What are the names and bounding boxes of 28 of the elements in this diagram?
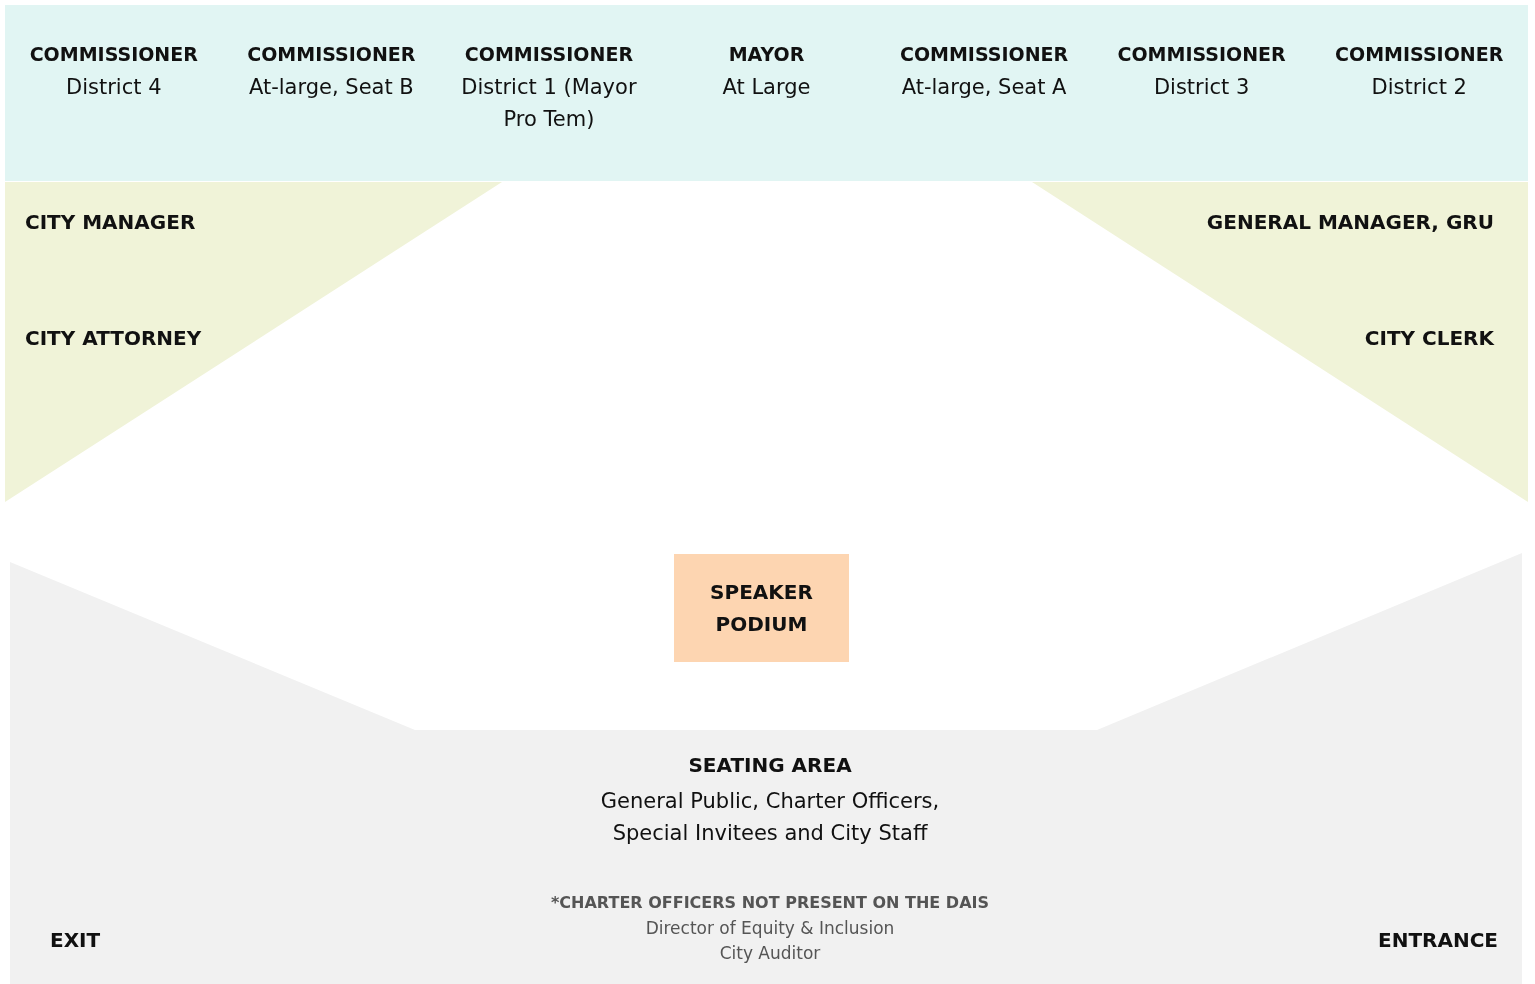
role-label: GENERAL MANAGER, GRU: [1206, 210, 1494, 234]
seat-title: COMMISSIONER: [898, 43, 1070, 65]
public-seating-area: [10, 553, 1522, 984]
seat-title: COMMISSIONER: [1116, 43, 1287, 65]
note-item: Director of Equity & Inclusion: [644, 918, 896, 938]
seat-label: District 1 (Mayor Pro Tem): [460, 74, 638, 133]
podium-label: SPEAKER PODIUM: [709, 579, 814, 638]
seat-title: COMMISSIONER: [28, 43, 199, 65]
seat-title: COMMISSIONER: [463, 43, 635, 65]
role-label: CITY CLERK: [1364, 326, 1494, 350]
seat-label: District 3: [1152, 74, 1251, 101]
seat-title: COMMISSIONER: [1334, 43, 1505, 65]
seat-title: MAYOR: [727, 43, 806, 65]
door-label: EXIT: [50, 928, 101, 952]
seat-label: District 2: [1370, 74, 1468, 101]
seat-label: At Large: [721, 74, 812, 101]
area-title: SEATING AREA: [687, 753, 853, 777]
area-description: General Public, Charter Officers, Special Invitees and City Staff: [599, 788, 941, 847]
seat-label: At-large, Seat A: [900, 74, 1068, 101]
note-heading: *CHARTER OFFICERS NOT PRESENT ON THE DAIS: [550, 893, 990, 912]
door-label: ENTRANCE: [1378, 928, 1498, 952]
seat-label: District 4: [65, 74, 163, 101]
note-item: City Auditor: [718, 943, 822, 963]
seat-label: At-large, Seat B: [247, 74, 415, 101]
role-label: CITY MANAGER: [25, 210, 196, 234]
seat-title: COMMISSIONER: [246, 43, 417, 65]
role-label: CITY ATTORNEY: [25, 326, 202, 350]
dais-band: [5, 5, 1528, 181]
